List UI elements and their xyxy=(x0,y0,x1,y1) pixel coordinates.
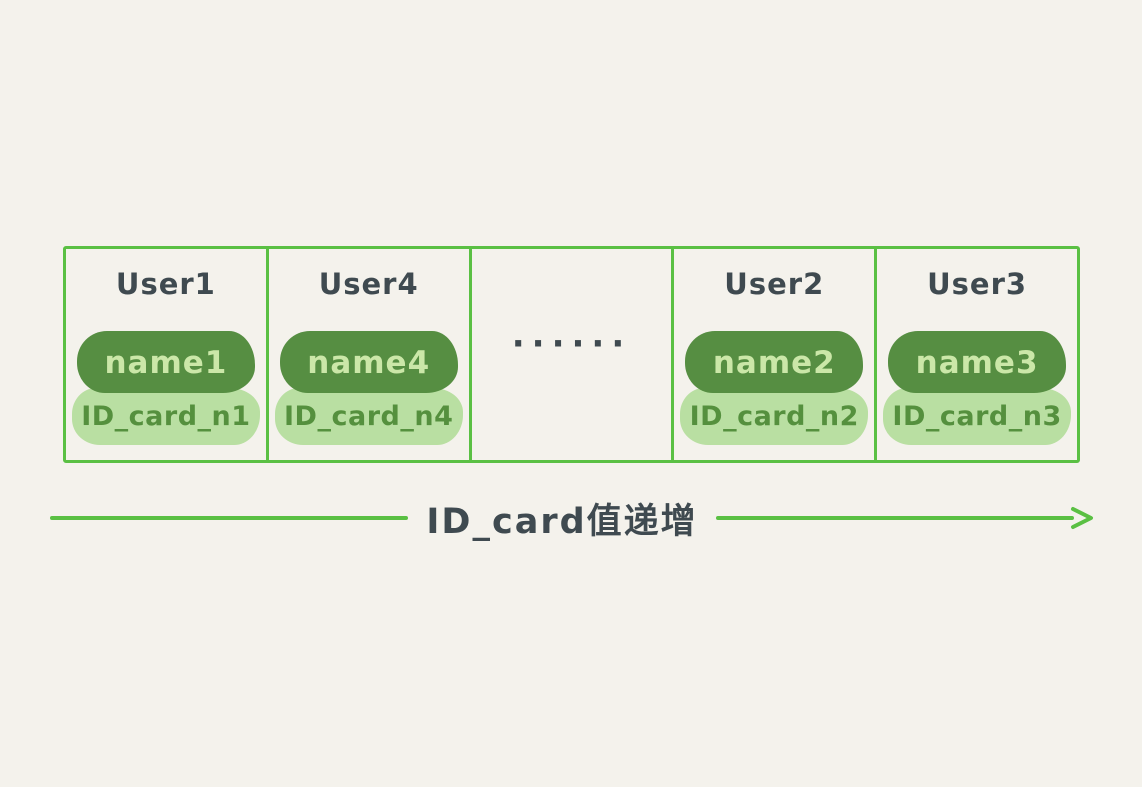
record-cell-user1: User1 name1 ID_card_n1 xyxy=(66,249,266,460)
id-card-order-axis: ID_card值递增 xyxy=(50,493,1096,543)
record-title: User1 xyxy=(115,267,216,301)
axis-label: ID_card值递增 xyxy=(426,501,698,542)
name-pill: name2 xyxy=(685,331,864,393)
record-cell-user2: User2 name2 ID_card_n2 xyxy=(671,249,874,460)
name-pill: name1 xyxy=(77,331,255,393)
id-card-pill: ID_card_n2 xyxy=(680,388,869,445)
record-title: User3 xyxy=(927,267,1028,301)
id-card-pill: ID_card_n4 xyxy=(274,388,463,445)
record-title: User2 xyxy=(724,267,825,301)
record-fields: name4 ID_card_n4 xyxy=(269,331,469,445)
axis-line-right xyxy=(715,516,1075,520)
name-pill: name4 xyxy=(279,331,458,393)
id-card-pill: ID_card_n3 xyxy=(883,388,1071,445)
record-cell-ellipsis: ······ xyxy=(468,249,672,460)
record-fields: name2 ID_card_n2 xyxy=(674,331,874,445)
name-pill: name3 xyxy=(888,331,1066,393)
record-row: User1 name1 ID_card_n1 User4 name4 ID_ca… xyxy=(63,246,1080,463)
axis-line-left xyxy=(50,516,409,520)
id-card-pill: ID_card_n1 xyxy=(72,388,260,445)
record-cell-user4: User4 name4 ID_card_n4 xyxy=(265,249,469,460)
record-fields: name1 ID_card_n1 xyxy=(66,331,266,445)
ellipsis-dots: ······ xyxy=(511,324,632,364)
arrow-right-icon xyxy=(1071,507,1094,529)
record-cell-user3: User3 name3 ID_card_n3 xyxy=(874,249,1077,460)
record-title: User4 xyxy=(318,267,419,301)
record-fields: name3 ID_card_n3 xyxy=(877,331,1077,445)
